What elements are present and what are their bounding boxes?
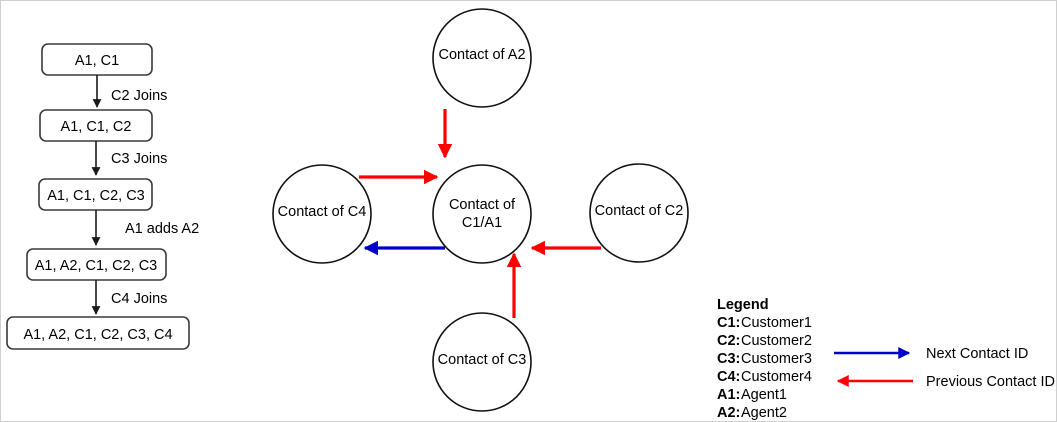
- legend-entry-c2: C2: Customer2: [717, 333, 812, 349]
- flowchart-group: A1, C1 C2 Joins A1, C1, C2 C3 Joins A1, …: [6, 43, 199, 350]
- legend-next-arrow-label: Next Contact ID: [926, 346, 1028, 362]
- legend-arrow-previous: Previous Contact ID: [836, 374, 1055, 390]
- node-contact-of-a2-label: Contact of A2: [438, 47, 525, 63]
- legend-entry-c2-value: Customer2: [741, 333, 812, 349]
- node-contact-of-c1-a1-label-line1: Contact of: [449, 197, 516, 213]
- legend-entry-c3-value: Customer3: [741, 351, 812, 367]
- node-contact-of-c2-label: Contact of C2: [595, 203, 684, 219]
- flow-transition-label-3: A1 adds A2: [125, 221, 199, 237]
- legend-entry-c3-key: C3:: [717, 351, 740, 367]
- node-contact-of-a2[interactable]: Contact of A2: [432, 8, 532, 108]
- flow-box-1[interactable]: A1, C1: [41, 43, 153, 76]
- node-contact-of-c4-label: Contact of C4: [278, 204, 367, 220]
- node-contact-of-c2-shape: [589, 163, 689, 263]
- legend-arrow-next: Next Contact ID: [834, 346, 1028, 362]
- legend-entry-a1-key: A1:: [717, 387, 740, 403]
- legend-entry-a2-value: Agent2: [741, 405, 787, 421]
- legend-entry-c4-key: C4:: [717, 369, 740, 385]
- node-contact-of-c4-shape: [272, 164, 372, 264]
- node-contact-of-c2[interactable]: Contact of C2: [589, 163, 689, 263]
- legend-entry-c1: C1: Customer1: [717, 315, 812, 331]
- legend-entry-c1-key: C1:: [717, 315, 740, 331]
- legend-title: Legend: [717, 297, 769, 313]
- node-contact-of-c1-a1-label-line2: C1/A1: [462, 215, 502, 231]
- node-contact-of-c4[interactable]: Contact of C4: [272, 164, 372, 264]
- legend-previous-arrow-label: Previous Contact ID: [926, 374, 1055, 390]
- node-contact-of-c1-a1-shape: [432, 164, 532, 264]
- flow-transition-label-4: C4 Joins: [111, 291, 167, 307]
- flow-box-2[interactable]: A1, C1, C2: [39, 109, 153, 142]
- legend-entry-a2-key: A2:: [717, 405, 740, 421]
- flow-box-4-label: A1, A2, C1, C2, C3: [35, 258, 158, 274]
- flow-box-5[interactable]: A1, A2, C1, C2, C3, C4: [6, 316, 190, 350]
- node-contact-of-c3-label: Contact of C3: [438, 352, 527, 368]
- legend: Legend C1: Customer1 C2: Customer2 C3: C…: [717, 297, 1055, 421]
- flow-box-1-label: A1, C1: [75, 53, 119, 69]
- legend-entry-c2-key: C2:: [717, 333, 740, 349]
- legend-entry-c4-value: Customer4: [741, 369, 812, 385]
- legend-entry-c1-value: Customer1: [741, 315, 812, 331]
- node-contact-of-a2-shape: [432, 8, 532, 108]
- legend-entry-c4: C4: Customer4: [717, 369, 812, 385]
- flow-transition-label-1: C2 Joins: [111, 88, 167, 104]
- flow-box-3-label: A1, C1, C2, C3: [47, 188, 145, 204]
- flow-box-5-shape: [6, 316, 190, 350]
- legend-entry-c3: C3: Customer3: [717, 351, 812, 367]
- node-contact-of-c3-shape: [432, 312, 532, 412]
- flow-box-2-label: A1, C1, C2: [61, 119, 132, 135]
- legend-entry-a1-value: Agent1: [741, 387, 787, 403]
- legend-entry-a2: A2: Agent2: [717, 405, 787, 421]
- graph-group: Contact of A2 Contact of C4 Contact of C…: [272, 8, 689, 412]
- node-contact-of-c1-a1[interactable]: Contact of C1/A1: [432, 164, 532, 264]
- legend-entry-a1: A1: Agent1: [717, 387, 787, 403]
- flow-box-4[interactable]: A1, A2, C1, C2, C3: [26, 248, 167, 281]
- flow-transition-label-2: C3 Joins: [111, 151, 167, 167]
- flow-box-5-label: A1, A2, C1, C2, C3, C4: [23, 327, 172, 343]
- node-contact-of-c3[interactable]: Contact of C3: [432, 312, 532, 412]
- flow-box-3[interactable]: A1, C1, C2, C3: [38, 178, 153, 211]
